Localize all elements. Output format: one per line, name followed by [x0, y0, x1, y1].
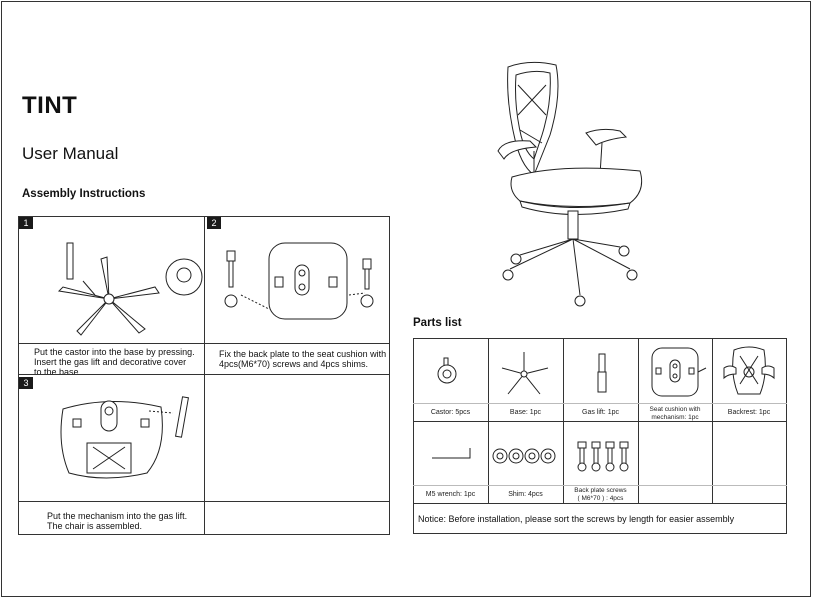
- assembly-heading: Assembly Instructions: [22, 188, 146, 200]
- wrench-icon: [432, 448, 471, 459]
- part-label-castor: Castor: 5pcs: [430, 409, 471, 416]
- step-text-divider: [204, 501, 205, 535]
- assembly-notice: Notice: Before installation, please sort…: [418, 514, 735, 524]
- part-label-screws: Back plate screws ( M6*70 ) : 4pcs: [574, 487, 627, 502]
- step-2-panel: 2 Fix the back plate to the seat cushion…: [204, 216, 390, 369]
- step-1-number: 1: [19, 217, 33, 229]
- step-3-panel: 3 Put the mechanism into the gas lift. T…: [18, 374, 205, 531]
- mechanism-illustration: [60, 396, 190, 479]
- empty-panel: [204, 374, 390, 502]
- step-1-panel: 1 Put the castor into the base by pressi…: [18, 216, 205, 377]
- castor-icon: [437, 357, 457, 384]
- part-label-backrest: Backrest: 1pc: [727, 409, 771, 416]
- step-2-number: 2: [207, 217, 221, 229]
- part-label-base: Base: 1pc: [509, 409, 542, 416]
- shim-icon: [492, 448, 556, 464]
- base-assembly-illustration: [57, 242, 203, 336]
- step-1-text: Put the castor into the base by pressing…: [34, 347, 195, 377]
- step-3-number: 3: [19, 377, 33, 389]
- part-label-shim: Shim: 4pcs: [508, 491, 543, 498]
- base-icon: [501, 352, 549, 395]
- label-divider-row1: [413, 403, 787, 404]
- manual-subtitle: User Manual: [22, 144, 119, 163]
- step-2-text: Fix the back plate to the seat cushion w…: [219, 349, 387, 369]
- step-text-divider-top: [204, 343, 205, 375]
- part-label-gas-lift: Gas lift: 1pc: [582, 409, 619, 416]
- step-3-text: Put the mechanism into the gas lift. The…: [47, 511, 188, 531]
- screw-icon: [577, 441, 629, 472]
- backrest-icon: [723, 346, 775, 395]
- seat-cushion-icon: [651, 347, 707, 397]
- brand-title: TINT: [22, 92, 78, 119]
- office-chair-illustration: [497, 61, 643, 307]
- back-plate-illustration: [224, 242, 374, 320]
- gas-lift-icon: [597, 353, 607, 393]
- parts-list-heading: Parts list: [413, 317, 462, 329]
- part-label-seat-cushion: Seat cushion with mechanism: 1pc: [649, 406, 701, 421]
- part-label-wrench: M5 wrench: 1pc: [425, 491, 476, 498]
- label-divider-row2: [413, 485, 787, 486]
